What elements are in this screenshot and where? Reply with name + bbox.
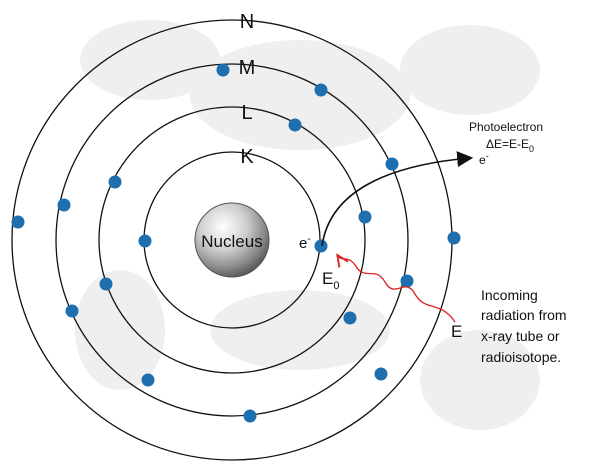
electron	[243, 409, 257, 423]
electron	[358, 210, 372, 224]
nucleus-label: Nucleus	[201, 232, 262, 251]
background-watermark	[75, 20, 540, 430]
electron	[385, 157, 399, 171]
electron	[314, 83, 328, 97]
electrons	[11, 63, 461, 423]
electron	[374, 367, 388, 381]
shell-label-l: L	[241, 102, 252, 124]
electron	[447, 231, 461, 245]
incoming-radiation-wave	[338, 256, 456, 323]
electron	[11, 215, 25, 229]
incoming-text-line-1: Incoming	[481, 287, 538, 303]
ejected-electron	[314, 239, 328, 253]
orbit-shell-l	[98, 106, 366, 374]
incoming-text-line-3: x-ray tube or	[481, 328, 560, 344]
electron	[108, 175, 122, 189]
incoming-energy-label: E	[451, 322, 462, 341]
electron	[216, 63, 230, 77]
photoelectron-trajectory-arrow	[321, 151, 474, 247]
nucleus	[194, 202, 270, 278]
electron	[288, 118, 302, 132]
photoelectron-symbol: e-	[479, 151, 489, 167]
electron	[343, 311, 357, 325]
electron	[65, 304, 79, 318]
incoming-text-line-2: radiation from	[481, 307, 567, 323]
electron	[138, 234, 152, 248]
shell-label-k: K	[240, 146, 254, 168]
shell-label-m: M	[239, 57, 256, 79]
photoelectron-energy-equation: ΔE=E-E0	[486, 137, 534, 154]
binding-energy-label: E0	[322, 269, 339, 292]
shell-label-n: N	[240, 11, 254, 33]
incoming-text-line-4: radioisotope.	[481, 349, 561, 365]
electron	[141, 373, 155, 387]
electron	[57, 198, 71, 212]
ejected-electron-label: e-	[299, 234, 311, 252]
electron	[99, 277, 113, 291]
electron	[400, 274, 414, 288]
photoelectron-title: Photoelectron	[469, 120, 543, 134]
orbit-shell-m	[55, 63, 409, 417]
